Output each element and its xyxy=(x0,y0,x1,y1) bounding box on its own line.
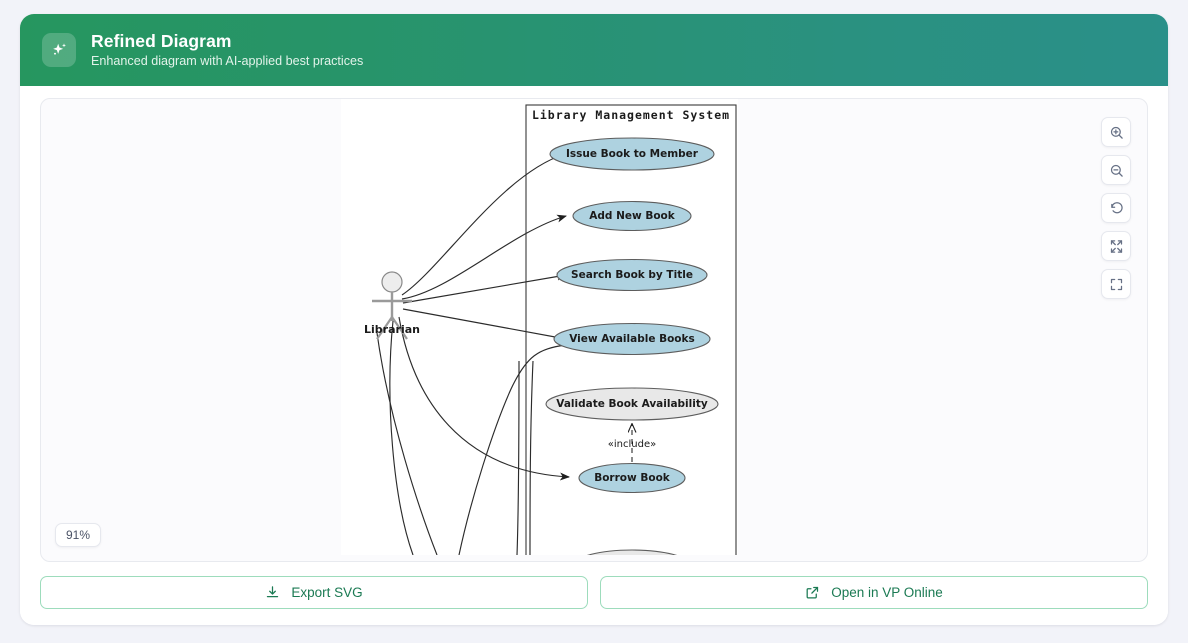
use-case-label: Search Book by Title xyxy=(571,269,693,281)
actor-head xyxy=(381,271,403,293)
zoom-controls xyxy=(1101,117,1131,299)
use-case-ellipse xyxy=(556,258,708,292)
use-case-ellipse xyxy=(549,137,715,171)
actor-leg-left xyxy=(376,316,393,340)
use-case-label: Validate Book Availability xyxy=(556,398,708,410)
include-relation: «include» xyxy=(608,424,656,462)
use-case-ellipse xyxy=(578,462,686,494)
edge-search-book xyxy=(402,272,567,304)
page-subtitle: Enhanced diagram with AI-applied best pr… xyxy=(91,53,364,68)
use-case-ellipse xyxy=(545,387,719,421)
export-svg-label: Export SVG xyxy=(291,585,363,600)
use-case-ellipse xyxy=(572,200,692,232)
system-boundary xyxy=(525,104,737,561)
use-case-label: Issue Book to Member xyxy=(566,148,699,160)
download-icon xyxy=(265,585,280,600)
reset-view-button[interactable] xyxy=(1101,193,1131,223)
diagram-stage[interactable]: Library Management System xyxy=(41,99,1147,561)
use-case-borrow-book[interactable]: Borrow Book xyxy=(578,462,686,494)
card-footer: Export SVG Open in VP Online xyxy=(20,562,1168,625)
edge-issue-book xyxy=(401,152,566,296)
zoom-level-badge: 91% xyxy=(55,523,102,547)
system-boundary-title: Library Management System xyxy=(532,108,730,122)
expand-button[interactable] xyxy=(1101,231,1131,261)
edge-add-new-book xyxy=(401,214,567,300)
use-case-issue-book-to-member[interactable]: Issue Book to Member xyxy=(549,137,715,171)
fit-screen-button[interactable] xyxy=(1101,269,1131,299)
use-case-ellipse xyxy=(553,322,711,356)
use-case-label: Add New Book xyxy=(589,210,676,222)
sparkles-icon xyxy=(42,33,76,67)
edge-overflow-b xyxy=(376,332,438,556)
actor-librarian[interactable]: Librarian xyxy=(364,271,420,340)
zoom-in-button[interactable] xyxy=(1101,117,1131,147)
header-texts: Refined Diagram Enhanced diagram with AI… xyxy=(91,30,364,69)
card-header: Refined Diagram Enhanced diagram with AI… xyxy=(20,14,1168,86)
page-title: Refined Diagram xyxy=(91,30,232,51)
actor-leg-right xyxy=(391,316,408,340)
use-case-label: Borrow Book xyxy=(594,472,671,484)
use-case-view-available-books[interactable]: View Available Books xyxy=(553,322,711,356)
external-link-icon xyxy=(805,585,820,600)
edge-view-available xyxy=(402,308,567,342)
open-in-vp-online-label: Open in VP Online xyxy=(831,585,943,600)
use-case-label: View Available Books xyxy=(569,333,695,345)
uml-use-case-diagram: Library Management System xyxy=(341,99,738,561)
export-svg-button[interactable]: Export SVG xyxy=(40,576,588,609)
zoom-out-button[interactable] xyxy=(1101,155,1131,185)
actor-label: Librarian xyxy=(364,323,420,336)
use-case-validate-book-availability[interactable]: Validate Book Availability xyxy=(545,387,719,421)
use-case-add-new-book[interactable]: Add New Book xyxy=(572,200,692,232)
open-in-vp-online-button[interactable]: Open in VP Online xyxy=(600,576,1148,609)
refined-diagram-card: Refined Diagram Enhanced diagram with AI… xyxy=(20,14,1168,625)
edge-overflow-c xyxy=(458,344,566,556)
edge-overflow-a xyxy=(389,320,414,556)
diagram-canvas[interactable]: Library Management System xyxy=(40,98,1148,562)
edge-overflow-e xyxy=(529,360,534,556)
include-stereotype-label: «include» xyxy=(608,439,656,450)
edge-overflow-d xyxy=(516,360,520,556)
association-edges xyxy=(376,152,570,556)
card-body: Library Management System xyxy=(20,86,1168,562)
use-case-search-book-by-title[interactable]: Search Book by Title xyxy=(556,258,708,292)
